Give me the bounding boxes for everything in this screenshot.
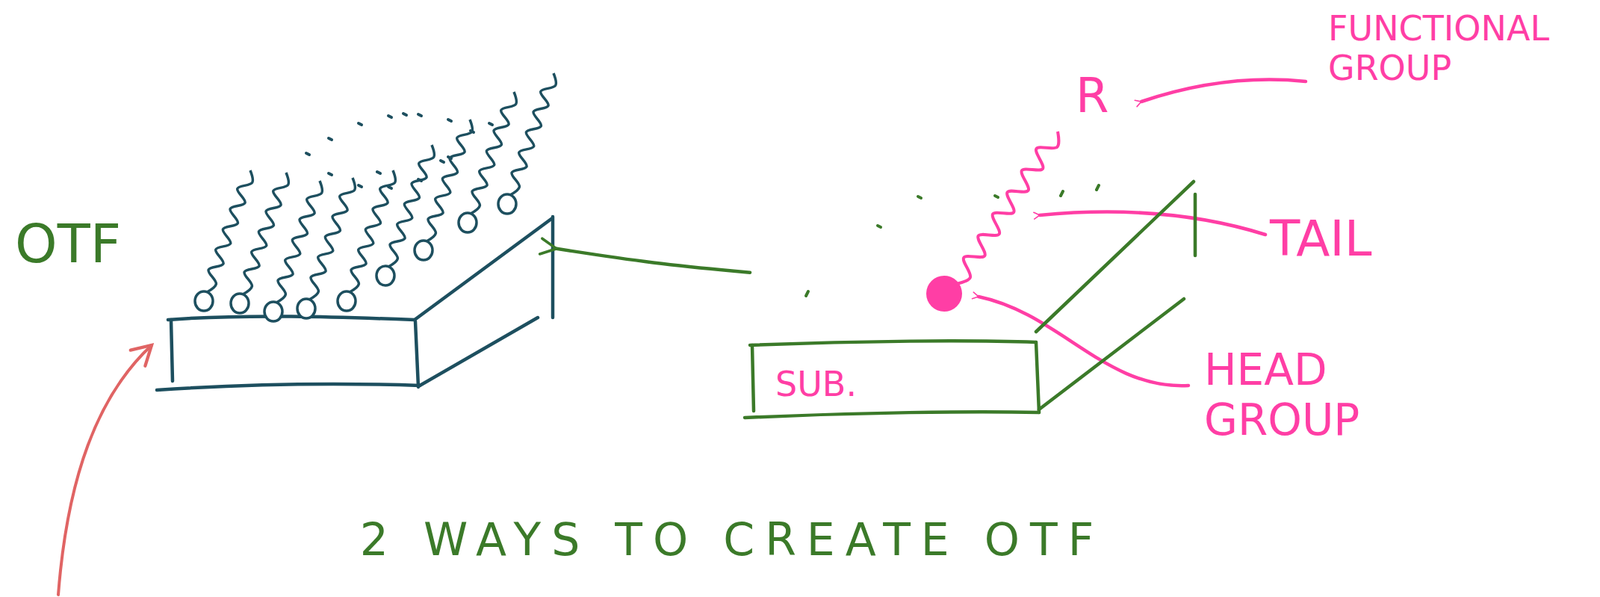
molecule-tail [309,177,355,300]
molecule-head [337,291,356,311]
molecule-head [194,291,213,311]
molecule-tail [470,91,517,214]
dust-dot [388,115,392,118]
dust-dot [877,225,881,228]
dust-dot [306,153,310,155]
molecule-head [458,212,477,233]
dust-dot [440,160,444,163]
tail-squiggle [956,131,1059,284]
molecule-head [230,293,249,313]
molecule-tail [956,131,1059,284]
dust-dot [489,123,493,125]
molecule-head [376,265,395,286]
slab-edge [168,315,415,320]
diagram-caption: 2 WAYS TO CREATE OTF [246,513,1218,566]
part-name: HEAD GROUP [1204,345,1391,445]
dust-dot [328,173,332,175]
dust-dot [388,186,392,189]
pointer-arrow [58,345,152,595]
otf-slab: OTF [168,194,557,389]
dust-dots [306,113,1099,296]
dust-dot [918,196,922,198]
dust-dot [448,119,452,122]
dust-dot [358,123,362,125]
process-arrow [556,248,750,273]
substrate-edge [749,340,1037,346]
slab-edge [551,216,555,318]
leader-arrow [1039,212,1266,235]
substrate-edge [1039,298,1184,410]
dust-dot [805,291,809,296]
node-outline [168,194,557,389]
otf-heading: OTF [14,212,122,275]
substrate-box: SUB. [749,181,1199,415]
dust-dot [1096,185,1099,190]
dust-dot [403,113,407,116]
slab-edge [419,317,538,386]
dust-dot [1060,191,1063,196]
slab-edge [156,383,420,390]
molecule-head [297,298,316,319]
substrate-label: SUB. [775,364,857,405]
molecule-head [264,301,283,322]
molecule-tail [242,172,289,295]
molecule-tail [388,144,434,267]
slab-edge [415,321,419,387]
dust-dot [418,114,422,116]
dust-dot [994,195,998,198]
part-name: FUNCTIONAL GROUP [1328,8,1600,89]
dust-dot [328,138,332,140]
molecule-tail [349,170,396,293]
substrate-edge [744,411,1040,418]
substrate-edge [1036,342,1040,413]
head-group-dot [926,275,963,312]
dust-dot [358,185,362,187]
substrate-edge [752,345,754,411]
substrate-edge [1193,194,1198,256]
part-name: TAIL [1269,210,1373,268]
molecule-head [414,240,433,260]
molecule-tail [510,73,556,195]
molecule-head [498,194,517,214]
slab-edge [171,319,173,381]
dust-dot [377,171,381,174]
leader-arrow [1141,79,1306,102]
group-letter: R [1075,68,1109,124]
